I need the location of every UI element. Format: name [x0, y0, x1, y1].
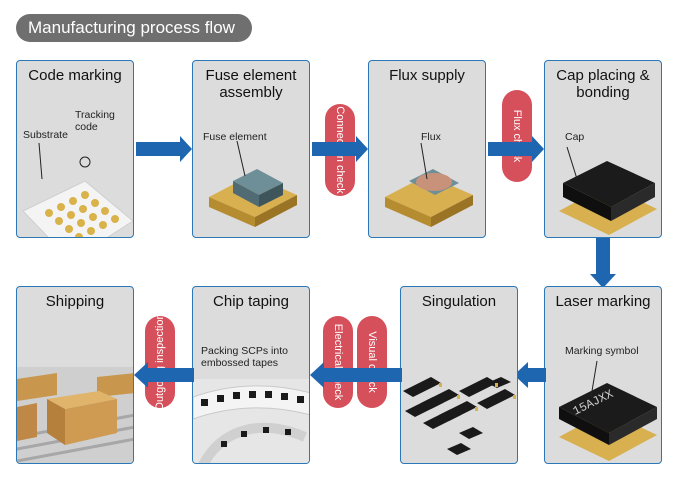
substrate-label: Substrate	[23, 129, 68, 141]
flow-arrow	[312, 136, 368, 162]
flow-arrow	[136, 136, 192, 162]
step-code-marking: Code marking Substrate Tracking code	[16, 60, 134, 238]
marking-symbol-label: Marking symbol	[565, 345, 639, 357]
fuse-element-label: Fuse element	[203, 131, 267, 143]
step-laser-marking: 15AJXX Laser marking Marking symbol	[544, 286, 662, 464]
cap-label: Cap	[565, 131, 585, 143]
visual-check-badge: Visual check	[357, 316, 387, 408]
step-chip-taping: Chip taping Packing SCPs into embossed t…	[192, 286, 310, 464]
step-singulation: Singulation	[400, 286, 518, 464]
cap-illustration	[559, 146, 657, 235]
step-flux-supply: Flux supply Flux	[368, 60, 486, 238]
singulation-illustration	[403, 377, 516, 455]
step-title: Flux supply	[389, 67, 465, 84]
step-title: Chip taping	[213, 293, 289, 310]
flow-arrow-left	[514, 362, 546, 388]
fuse-element-illustration	[209, 140, 297, 227]
flux-label: Flux	[421, 131, 441, 143]
substrate-illustration	[22, 142, 133, 237]
outgoing-inspection-badge: Outgoing inspection	[145, 313, 175, 411]
step-title: Code marking	[28, 67, 122, 84]
laser-marking-illustration: 15AJXX	[559, 360, 657, 461]
taping-label: Packing SCPs into embossed tapes	[201, 345, 288, 369]
electrical-check-badge: Electrical check	[323, 316, 353, 408]
step-cap-placing-bonding: Cap placing & bonding Cap	[544, 60, 662, 238]
step-title: Cap placing & bonding	[556, 67, 650, 101]
tracking-code-label: Tracking code	[75, 109, 115, 133]
flow-arrow-down	[590, 238, 616, 288]
taping-illustration	[193, 379, 309, 463]
shipping-illustration	[17, 367, 133, 463]
step-shipping: Shipping	[16, 286, 134, 464]
flux-illustration	[385, 142, 473, 227]
step-fuse-element-assembly: Fuse element assembly Fuse element	[192, 60, 310, 238]
step-title: Shipping	[45, 293, 105, 310]
page-title: Manufacturing process flow	[16, 14, 252, 42]
step-title: Singulation	[421, 293, 497, 310]
step-title: Laser marking	[555, 293, 651, 310]
step-title: Fuse element assembly	[205, 67, 297, 101]
flow-arrow-left	[134, 362, 194, 388]
flux-check-badge: Flux check	[502, 90, 532, 182]
flow-arrow	[488, 136, 544, 162]
flow-arrow-left	[310, 362, 402, 388]
